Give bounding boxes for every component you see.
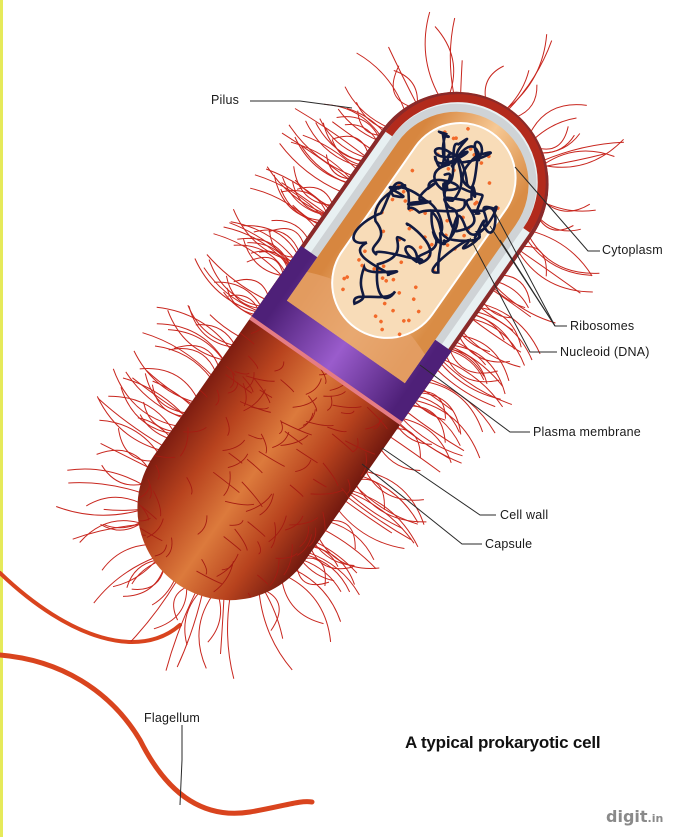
pilus-strand — [295, 109, 367, 158]
diagram-caption: A typical prokaryotic cell — [405, 733, 600, 753]
pilus-strand — [389, 47, 417, 104]
label-cell-wall: Cell wall — [500, 508, 548, 522]
brand-logo: digit.in — [606, 807, 663, 826]
pilus-strand — [302, 560, 341, 592]
pilus-strand — [479, 308, 522, 348]
pilus-strand — [101, 443, 150, 468]
pilus-strand — [393, 66, 411, 107]
pilus-strand — [68, 483, 141, 493]
pilus-strand — [345, 87, 388, 128]
flagellum — [0, 573, 312, 813]
brand-name: digit — [606, 807, 648, 826]
pilus-strand — [311, 547, 353, 568]
pilus-strand — [506, 34, 547, 109]
pilus-strand — [233, 209, 293, 261]
pilus-strand — [461, 60, 463, 95]
pilus-strand — [234, 245, 286, 273]
pilus-strand — [189, 306, 234, 347]
pilus-strand — [365, 470, 424, 501]
pilus-strand — [519, 250, 581, 293]
pilus-strand — [544, 151, 615, 165]
pilus-strand — [357, 53, 405, 111]
pilus-strand — [530, 105, 587, 134]
label-capsule: Capsule — [485, 537, 532, 551]
pilus-strand — [538, 126, 568, 149]
pilus-strand — [302, 560, 335, 580]
pilus-strand — [224, 227, 290, 267]
pilus-leader — [250, 101, 352, 108]
pilus-strand — [282, 133, 350, 180]
label-nucleoid: Nucleoid (DNA) — [560, 345, 650, 359]
pilus-strand — [272, 220, 309, 240]
label-flagellum: Flagellum — [144, 711, 200, 725]
pilus-strand — [485, 66, 504, 100]
pilus-strand — [228, 597, 234, 679]
pilus-strand — [264, 590, 283, 639]
pilus-strand — [397, 425, 432, 445]
pilus-strand — [355, 485, 418, 525]
cell-wall-leader — [382, 448, 496, 515]
pilus-strand — [134, 351, 195, 402]
pilus-strand — [287, 576, 331, 642]
pilus-strand — [168, 310, 225, 360]
pilus-strand — [442, 359, 502, 407]
pilus-strand — [199, 596, 212, 669]
pilus-strand — [349, 493, 403, 528]
pilus-strand — [324, 104, 381, 136]
pilus-strand — [113, 560, 157, 587]
pilus-strand — [281, 189, 321, 223]
pilus-strand — [539, 218, 581, 231]
pilus-strand — [401, 418, 462, 456]
pilus-strand — [132, 562, 158, 584]
pilus-strand — [259, 592, 292, 670]
pilus-strand — [155, 346, 211, 379]
pilus-strand — [283, 177, 326, 215]
pilus-strand — [425, 12, 439, 97]
brand-tld: .in — [648, 812, 664, 825]
label-ribosomes: Ribosomes — [570, 319, 634, 333]
label-plasma-membrane: Plasma membrane — [533, 425, 641, 439]
pilus-strand — [394, 429, 421, 459]
pilus-strand — [389, 436, 440, 472]
label-pilus: Pilus — [211, 93, 239, 107]
pilus-strand — [56, 507, 140, 516]
pilus-strand — [332, 122, 372, 150]
pilus-strand — [104, 509, 141, 510]
pilus-strand — [435, 27, 454, 96]
pilus-strand — [214, 234, 283, 277]
pilus-strand — [534, 118, 577, 139]
pilus-strand — [195, 259, 258, 313]
pilus-strand — [207, 255, 267, 301]
pilus-strand — [221, 597, 225, 654]
pilus-strand — [210, 315, 241, 338]
pilus-strand — [208, 597, 221, 643]
pilus-strand — [380, 448, 420, 470]
label-cytoplasm: Cytoplasm — [602, 243, 663, 257]
pilus-strand — [121, 387, 173, 434]
pilus-strand — [474, 314, 505, 340]
pilus-strand — [80, 521, 142, 543]
pilus-strand — [86, 497, 140, 506]
pilus-strand — [361, 476, 418, 523]
